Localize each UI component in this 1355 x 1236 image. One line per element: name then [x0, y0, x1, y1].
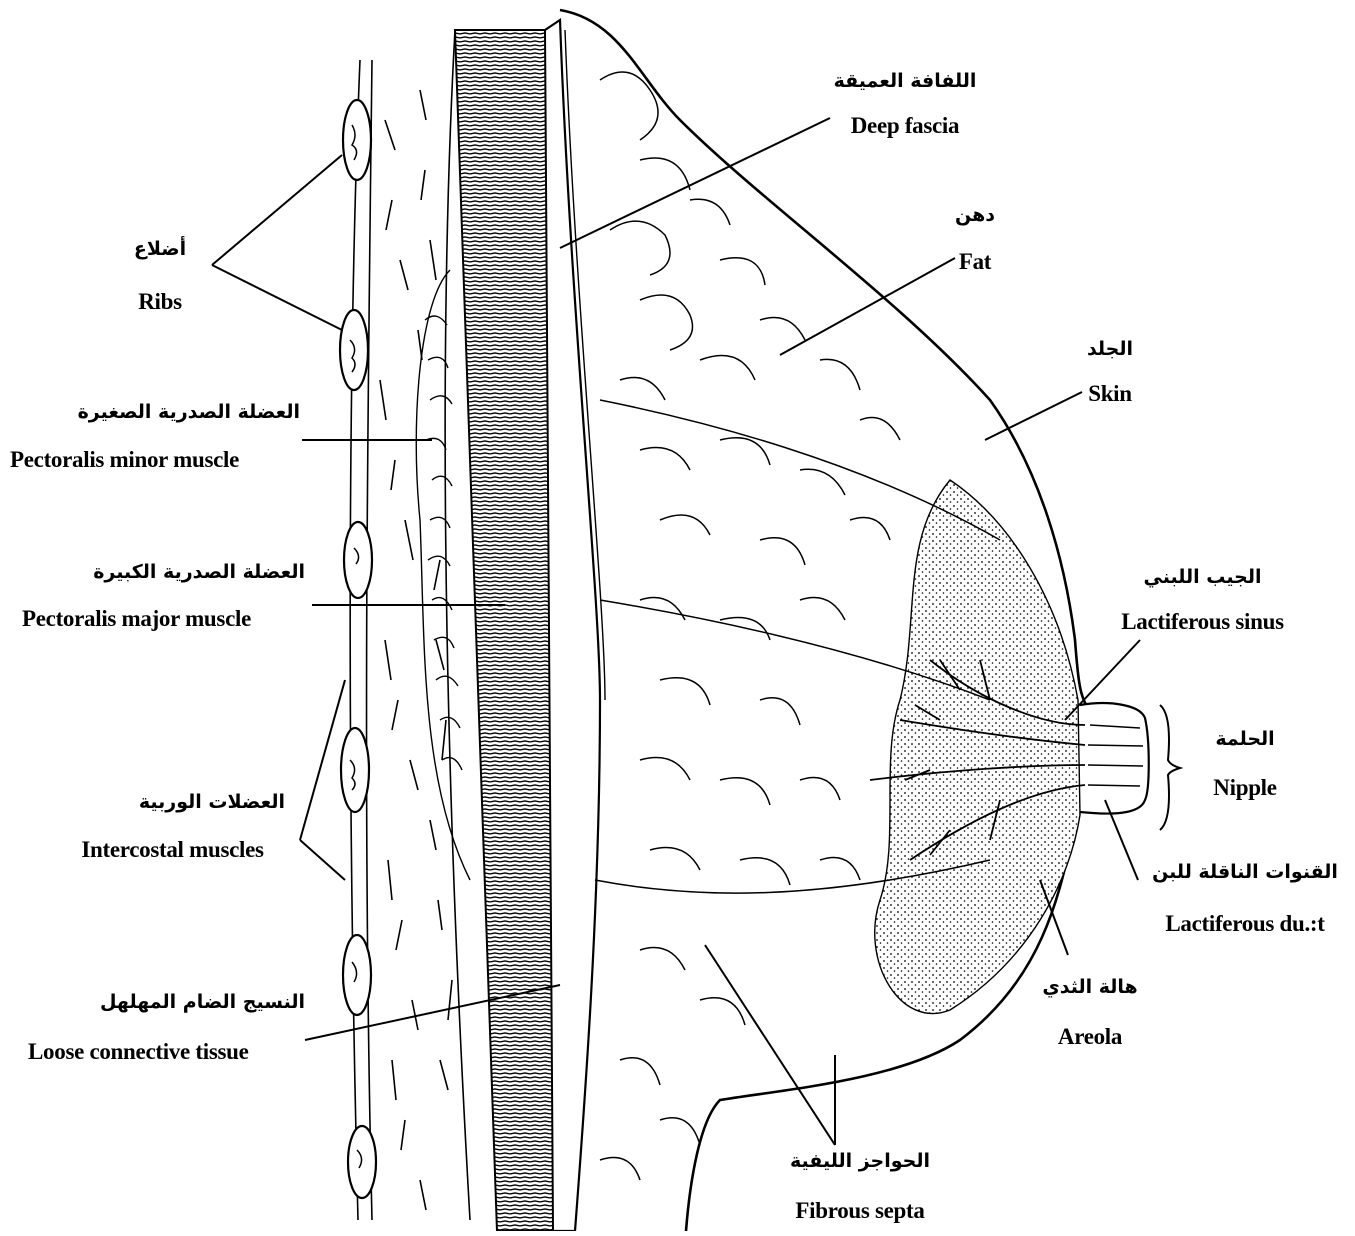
loose-tissue-label-ar: النسيج الضام المهلهل — [60, 993, 305, 1012]
fibrous-septa-label: Fibrous septa — [780, 1199, 940, 1222]
skin-label-ar: الجلد — [1080, 340, 1140, 359]
pectoralis-major-band — [455, 30, 553, 1231]
fibrous-septa-label-ar: الحواجز الليفية — [780, 1152, 940, 1171]
areola-region — [875, 480, 1080, 1013]
intercostal-label: Intercostal muscles — [55, 838, 290, 861]
lactiferous-sinus-label: Lactiferous sinus — [1100, 610, 1305, 633]
ribs-label: Ribs — [120, 290, 200, 313]
fat-label-ar: دهن — [945, 206, 1005, 225]
pectoralis-major-label-ar: العضلة الصدرية الكبيرة — [20, 563, 305, 582]
loose-tissue-label: Loose connective tissue — [28, 1040, 308, 1063]
areola-label: Areola — [1040, 1025, 1140, 1048]
deep-fascia-label-ar: اللفافة العميقة — [830, 72, 980, 91]
lactiferous-sinus-label-ar: الجيب اللبني — [1100, 568, 1305, 587]
pectoralis-minor-label-ar: العضلة الصدرية الصغيرة — [10, 403, 300, 422]
nipple-label-ar: الحلمة — [1195, 730, 1295, 749]
lactiferous-duct-label-ar: القنوات الناقلة للبن — [1140, 863, 1350, 882]
pectoralis-minor-label: Pectoralis minor muscle — [10, 448, 300, 471]
rib-cross-sections — [340, 100, 376, 1198]
intercostal-label-ar: العضلات الوربية — [60, 793, 285, 812]
nipple-shape — [1080, 703, 1149, 813]
lactiferous-duct-label: Lactiferous du.:t — [1140, 912, 1350, 935]
nipple-label: Nipple — [1195, 776, 1295, 799]
ribs-label-ar: أضلاع — [120, 240, 200, 259]
pectoralis-minor-lobules — [416, 270, 470, 880]
fat-label: Fat — [945, 250, 1005, 273]
chest-wall — [350, 30, 470, 1220]
pectoralis-major-label: Pectoralis major muscle — [22, 607, 312, 630]
deep-fascia-label: Deep fascia — [830, 114, 980, 137]
deep-fascia-strip — [545, 20, 600, 1231]
skin-label: Skin — [1080, 382, 1140, 405]
areola-label-ar: هالة الثدي — [1040, 978, 1140, 997]
